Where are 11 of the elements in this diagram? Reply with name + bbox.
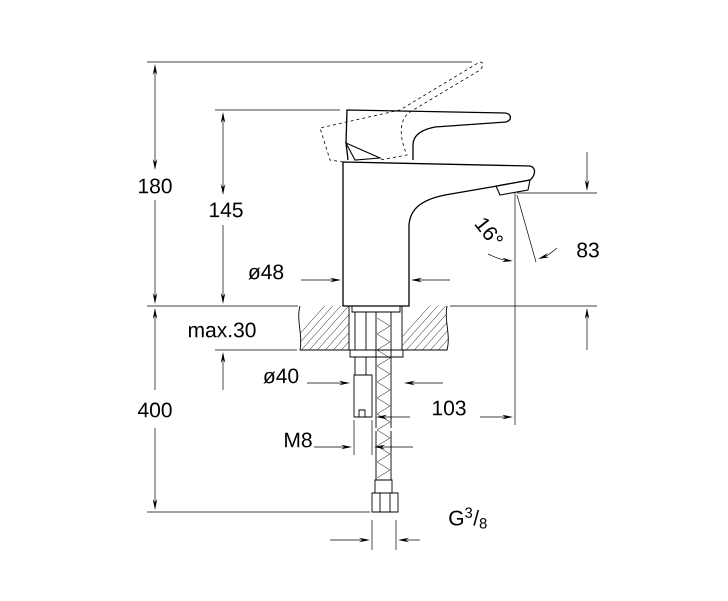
dimension-label: ø40 (263, 368, 298, 384)
dimension-label: 83 (577, 242, 599, 258)
dimension-label: 16° (474, 218, 503, 242)
dimension-label: max.30 (188, 322, 256, 338)
dimension-label: M8 (285, 432, 312, 448)
dimension-label: 400 (138, 402, 172, 418)
dimension-label: 103 (433, 400, 466, 416)
dimension-label: 180 (139, 178, 172, 194)
dimension-label: G$^{3}$/$_{8}$ (449, 507, 487, 529)
dimension-label: ø48 (248, 264, 284, 280)
dimension-label: 145 (210, 202, 243, 218)
